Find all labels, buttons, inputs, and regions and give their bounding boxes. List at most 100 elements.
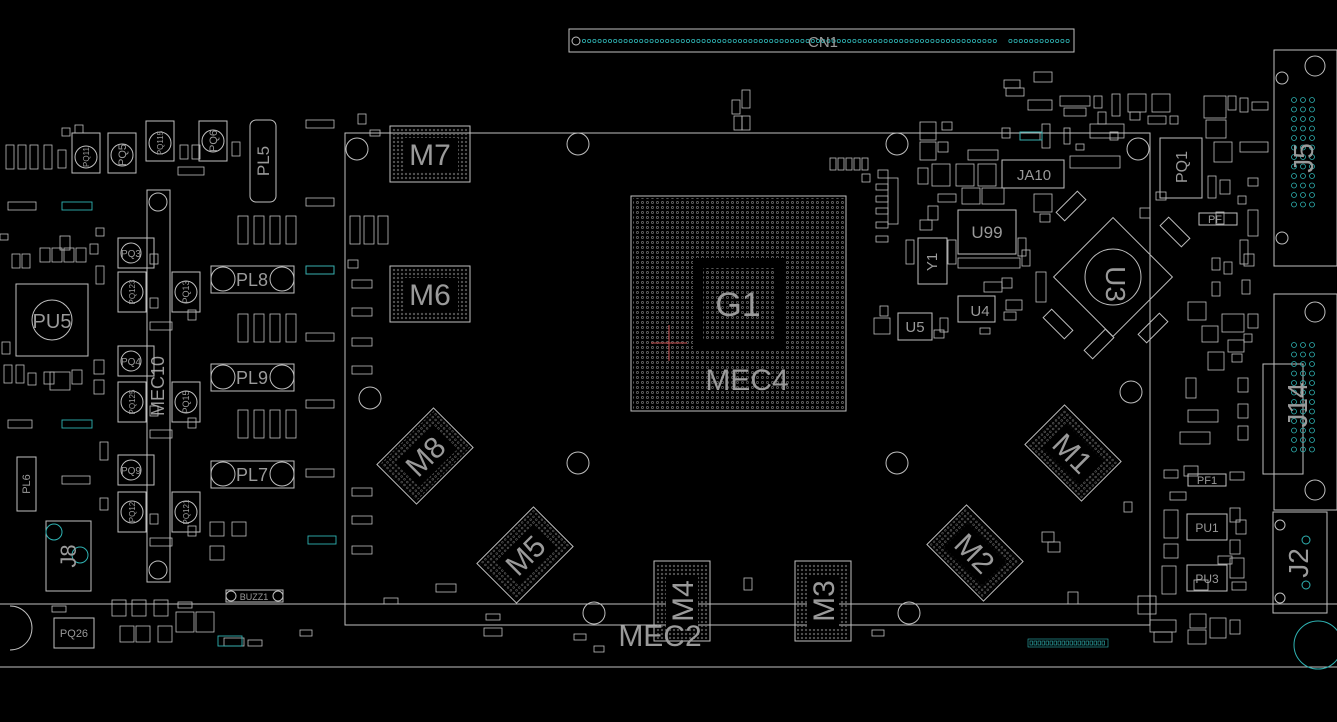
connector-j14[interactable]: J14 — [1262, 293, 1337, 511]
pq26-label: PQ26 — [60, 628, 88, 640]
chip-u3[interactable]: U3 — [1052, 216, 1174, 338]
transistor-pq15[interactable]: PQ15 — [171, 381, 201, 423]
mec4-label: MEC4 — [705, 364, 788, 397]
u3-passives — [1042, 190, 1191, 360]
pq1-label: PQ1 — [1174, 151, 1191, 183]
pf-label: PF — [1208, 214, 1222, 226]
pq9-label: PQ9 — [121, 466, 141, 477]
chip-m8[interactable]: M8 — [376, 407, 474, 505]
fuse-pf1[interactable]: PF1 — [1187, 473, 1227, 487]
pq121-label: PQ121 — [182, 499, 191, 524]
pl5-label: PL5 — [254, 146, 273, 176]
g1-label: G1 — [715, 286, 760, 324]
pl6-label: PL6 — [21, 474, 33, 494]
pl7-label: PL7 — [236, 465, 268, 485]
chip-m1[interactable]: M1 — [1024, 404, 1122, 502]
pq6-label: PQ6 — [208, 130, 220, 152]
module-outline — [344, 132, 1151, 626]
u5-label: U5 — [905, 319, 924, 336]
ja10-label: JA10 — [1017, 167, 1051, 184]
transistor-pq13[interactable]: PQ13 — [171, 271, 201, 313]
pq11-label: PQ11 — [82, 147, 91, 167]
j2-label: J2 — [1283, 548, 1314, 578]
connector-cn1[interactable]: CN1 — [568, 28, 1075, 53]
inductor-pl5[interactable]: PL5 — [249, 119, 277, 203]
pq4-label: PQ4 — [121, 357, 141, 368]
pu1-label: PU1 — [1195, 521, 1219, 535]
passive-components-highlighted — [61, 131, 1043, 647]
pq125-label: PQ125 — [128, 389, 137, 414]
chip-pu3[interactable]: PU3 — [1186, 564, 1228, 592]
chip-m3[interactable]: M3 — [794, 560, 852, 642]
transistor-pq26[interactable]: PQ26 — [53, 617, 95, 649]
m4-label: M4 — [667, 580, 700, 622]
chip-m4[interactable]: M4 — [653, 560, 711, 642]
transistor-pq1[interactable]: PQ1 — [1159, 137, 1203, 199]
pl8-label: PL8 — [236, 270, 268, 290]
transistor-pq125[interactable]: PQ125 — [117, 381, 147, 423]
connector-j2[interactable]: J2 — [1272, 511, 1328, 614]
pu3-label: PU3 — [1195, 572, 1219, 586]
u99-label: U99 — [971, 223, 1002, 242]
fuse-pf[interactable]: PF — [1198, 212, 1238, 226]
u3-label: U3 — [1100, 266, 1131, 302]
pq5-label: PQ5 — [117, 144, 129, 166]
crystal-y1[interactable]: Y1 — [917, 237, 948, 285]
transistor-pq5[interactable]: PQ5 — [107, 132, 137, 174]
pf1-label: PF1 — [1197, 475, 1217, 487]
chip-pu1[interactable]: PU1 — [1186, 513, 1228, 541]
inductor-pl7[interactable]: PL7 — [210, 460, 295, 489]
chip-m6[interactable]: M6 — [389, 265, 471, 323]
j8-label: J8 — [56, 544, 81, 567]
u4-label: U4 — [970, 303, 989, 320]
inductor-pl9[interactable]: PL9 — [210, 363, 295, 392]
pq123-label: PQ123 — [128, 279, 137, 304]
transistor-pq11[interactable]: PQ11 — [71, 132, 101, 174]
pu5-label: PU5 — [33, 311, 72, 333]
m7-label: M7 — [409, 139, 451, 172]
buzzer-buzz1[interactable]: BUZZ1 — [225, 589, 284, 603]
cn1-label: CN1 — [808, 34, 838, 51]
chip-u99[interactable]: U99 — [957, 209, 1017, 255]
chip-m2[interactable]: M2 — [926, 504, 1024, 602]
pq3-label: PQ3 — [121, 249, 141, 260]
m3-label: M3 — [808, 580, 841, 622]
edge-connector-pads — [1027, 638, 1109, 648]
transistor-pq4[interactable]: PQ4 — [117, 345, 155, 377]
pq13-label: PQ13 — [181, 280, 191, 303]
transistor-pq121[interactable]: PQ121 — [171, 491, 201, 533]
pl9-label: PL9 — [236, 368, 268, 388]
j14-label: J14 — [1282, 382, 1313, 427]
transistor-pq123[interactable]: PQ123 — [117, 271, 147, 313]
chip-u5[interactable]: U5 — [897, 312, 933, 341]
transistor-pq9[interactable]: PQ9 — [117, 454, 155, 486]
connector-j5[interactable]: J5 — [1273, 49, 1337, 267]
buzz1-label: BUZZ1 — [240, 592, 269, 602]
mec10-strip[interactable]: MEC10 — [146, 189, 171, 583]
j5-label: J5 — [1288, 143, 1319, 173]
chip-pu5[interactable]: PU5 — [15, 283, 89, 357]
pq12-label: PQ12 — [128, 501, 137, 522]
mount-hole-bottom-right — [1293, 620, 1337, 670]
mounting-holes — [345, 132, 1150, 625]
mount-hole-bottom-left — [9, 605, 33, 651]
pq15-label: PQ15 — [181, 390, 191, 413]
chip-m5[interactable]: M5 — [476, 506, 574, 604]
passive-components — [0, 71, 1269, 653]
chip-ja10[interactable]: JA10 — [1001, 159, 1065, 189]
transistor-pq3[interactable]: PQ3 — [117, 237, 155, 269]
transistor-pq115[interactable]: PQ115 — [145, 120, 175, 162]
pq115-label: PQ115 — [156, 130, 165, 155]
transistor-pq12[interactable]: PQ12 — [117, 491, 147, 533]
transistor-pq6[interactable]: PQ6 — [198, 120, 228, 162]
inductor-pl8[interactable]: PL8 — [210, 265, 295, 294]
mec10-label: MEC10 — [148, 356, 168, 416]
chip-m7[interactable]: M7 — [389, 125, 471, 183]
connector-j8[interactable]: J8 — [45, 520, 92, 592]
inductor-pl6[interactable]: PL6 — [16, 456, 37, 512]
chip-u4[interactable]: U4 — [957, 295, 996, 323]
mec2-label: MEC2 — [618, 620, 701, 653]
y1-label: Y1 — [924, 253, 941, 271]
chip-g1[interactable]: G1 MEC4 — [630, 195, 847, 412]
